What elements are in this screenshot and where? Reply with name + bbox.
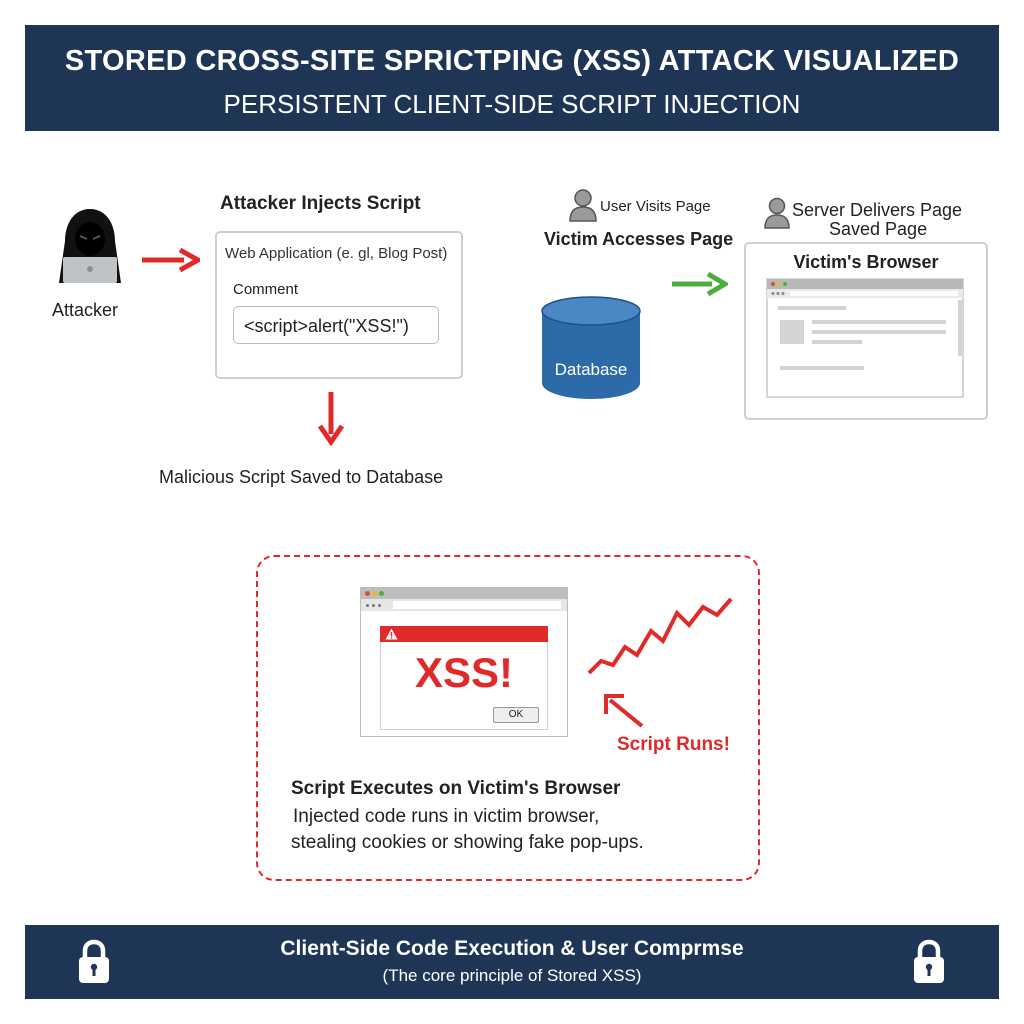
- victim-accesses-label: Victim Accesses Page: [544, 229, 734, 249]
- alert-header: [380, 626, 548, 642]
- alert-ok-button[interactable]: OK: [493, 707, 539, 723]
- user-icon: [569, 189, 597, 222]
- web-app-label: Web Application (e. gl, Blog Post): [225, 245, 448, 262]
- browser-titlebar: [361, 588, 567, 599]
- script-runs-label: Script Runs!: [617, 734, 730, 755]
- execution-desc-line1: Injected code runs in victim browser,: [293, 806, 600, 827]
- execution-panel: [256, 555, 760, 881]
- warning-icon: [385, 628, 398, 640]
- page-subtitle: PERSISTENT CLIENT-SIDE SCRIPT INJECTION: [223, 89, 801, 119]
- header-banner: STORED CROSS-SITE SPRICTPING (XSS) ATTAC…: [25, 25, 999, 131]
- xss-alert-dialog: XSS! OK: [380, 626, 548, 730]
- lock-icon: [914, 939, 944, 983]
- saved-page-label: Saved Page: [829, 219, 928, 239]
- footer-title: Client-Side Code Execution & User Comprm…: [280, 937, 744, 960]
- hooded-hacker-icon: [59, 209, 121, 283]
- browser-window-mockup: [766, 278, 964, 398]
- page-title: STORED CROSS-SITE SPRICTPING (XSS) ATTAC…: [64, 45, 960, 77]
- database-label: Database: [554, 360, 628, 379]
- inject-title: Attacker Injects Script: [220, 193, 421, 214]
- arrow-right-green: [672, 272, 728, 296]
- lightning-zigzag-icon: [587, 597, 733, 675]
- arrow-right-red: [142, 248, 200, 272]
- alert-browser-window: XSS! OK: [360, 587, 568, 737]
- user-visits-label: User Visits Page: [600, 198, 711, 215]
- xss-alert-text: XSS!: [414, 649, 514, 696]
- lock-icon: [79, 939, 109, 983]
- attacker-label: Attacker: [51, 300, 119, 320]
- footer-subtitle: (The core principle of Stored XSS): [382, 966, 642, 985]
- comment-label: Comment: [233, 281, 299, 298]
- arrow-down-red: [317, 392, 345, 446]
- saved-to-db-label: Malicious Script Saved to Database: [159, 467, 444, 487]
- footer-banner: Client-Side Code Execution & User Comprm…: [25, 925, 999, 999]
- execution-desc-line2: stealing cookies or showing fake pop-ups…: [291, 832, 644, 853]
- victim-browser-title: Victim's Browser: [793, 252, 939, 272]
- web-app-box: Web Application (e. gl, Blog Post) Comme…: [215, 231, 463, 379]
- browser-addressbar: [361, 599, 567, 611]
- database-icon: [541, 296, 641, 399]
- server-delivers-label: Server Delivers Page: [792, 200, 963, 220]
- execution-title: Script Executes on Victim's Browser: [291, 778, 621, 799]
- server-user-icon: [764, 197, 790, 229]
- victim-browser-panel: Victim's Browser: [744, 242, 988, 420]
- arrow-up-left-red: [604, 694, 644, 728]
- comment-input[interactable]: <script>alert("XSS!"): [233, 306, 439, 344]
